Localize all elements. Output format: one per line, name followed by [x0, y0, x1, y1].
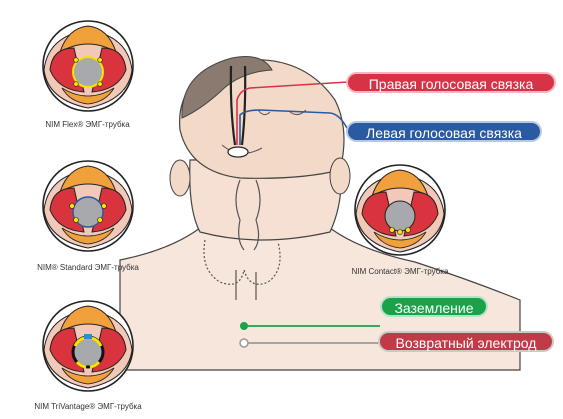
caption-trivantage: NIM TriVantage® ЭМГ-трубка	[22, 402, 154, 411]
return-dot	[240, 339, 248, 347]
caption-standard: NIM® Standard ЭМГ-трубка	[24, 263, 152, 272]
larynx-view-contact	[355, 165, 445, 255]
ground-dot	[240, 322, 248, 330]
label-left-vocal-cord: Левая голосовая связка	[346, 121, 542, 142]
caption-flex: NIM Flex® ЭМГ-трубка	[30, 120, 145, 129]
larynx-view-flex	[43, 21, 133, 111]
larynx-view-standard	[43, 161, 133, 251]
larynx-view-trivantage	[43, 301, 133, 391]
caption-contact: NIM Contact® ЭМГ-трубка	[335, 267, 465, 276]
head-illustration	[120, 57, 520, 371]
label-right-vocal-cord: Правая голосовая связка	[346, 72, 556, 93]
label-return-electrode: Возвратный электрод	[378, 331, 554, 352]
label-ground: Заземление	[380, 296, 488, 317]
